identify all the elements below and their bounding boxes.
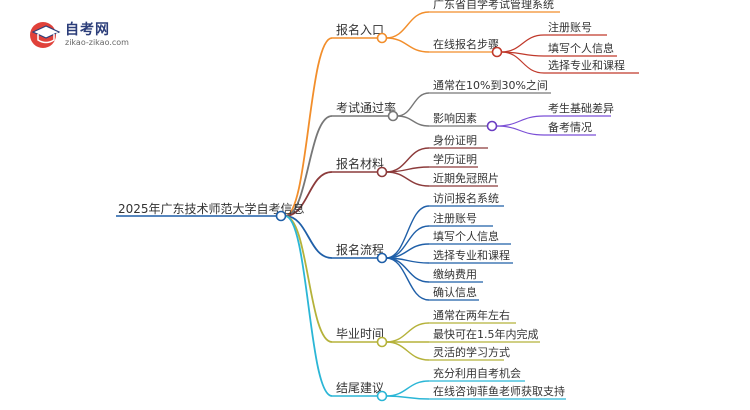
connector-line xyxy=(500,51,545,74)
leaf-node-label[interactable]: 近期免冠照片 xyxy=(433,171,499,185)
branch-node-label[interactable]: 毕业时间 xyxy=(336,327,384,341)
connector-line xyxy=(385,380,430,397)
connector-line xyxy=(284,115,333,217)
expand-node-icon[interactable] xyxy=(376,252,388,264)
connector-line xyxy=(284,37,333,217)
connector-line xyxy=(385,322,430,343)
site-logo[interactable]: 自考网 zikao-zikao.com xyxy=(27,18,147,52)
connector-line xyxy=(500,34,545,53)
leaf-node-label[interactable]: 备考情况 xyxy=(548,120,592,134)
connector-line xyxy=(385,166,430,173)
leaf-node-label[interactable]: 影响因素 xyxy=(433,112,477,125)
branch-node-label[interactable]: 考试通过率 xyxy=(336,100,396,115)
branch-node-label[interactable]: 结尾建议 xyxy=(336,381,384,395)
leaf-node-label[interactable]: 广东省自学考试管理系统 xyxy=(433,0,554,11)
connector-line xyxy=(396,115,430,127)
connector-line xyxy=(385,257,430,301)
connector-line xyxy=(385,11,430,39)
connector-line xyxy=(385,341,430,361)
mind-map-nodes: 2025年广东技术师范大学自考信息报名入口广东省自学考试管理系统在线报名步骤注册… xyxy=(118,0,625,402)
expand-node-icon[interactable] xyxy=(486,120,498,132)
expand-node-icon[interactable] xyxy=(387,110,399,122)
leaf-node-label[interactable]: 通常在两年左右 xyxy=(433,308,510,322)
leaf-node-label[interactable]: 访问报名系统 xyxy=(433,191,499,205)
leaf-node-label[interactable]: 通常在10%到30%之间 xyxy=(433,78,548,92)
graduation-cap-icon xyxy=(31,25,61,44)
logo-title: 自考网 xyxy=(65,22,110,38)
mind-map-edges xyxy=(116,11,639,400)
connector-line xyxy=(385,147,430,173)
leaf-node-label[interactable]: 学历证明 xyxy=(433,152,477,166)
connector-line xyxy=(385,171,430,187)
connector-line xyxy=(284,215,333,397)
connector-line xyxy=(385,395,430,400)
leaf-node-label[interactable]: 在线报名步骤 xyxy=(433,37,499,51)
logo-url: zikao-zikao.com xyxy=(65,38,129,47)
root-node-label[interactable]: 2025年广东技术师范大学自考信息 xyxy=(118,201,305,216)
branch-node-label[interactable]: 报名流程 xyxy=(336,242,384,257)
leaf-node-label[interactable]: 填写个人信息 xyxy=(548,41,614,55)
expand-node-icon[interactable] xyxy=(275,210,287,222)
connector-line xyxy=(385,37,430,53)
expand-node-icon[interactable] xyxy=(376,336,388,348)
connector-line xyxy=(396,92,430,117)
leaf-node-label[interactable]: 填写个人信息 xyxy=(433,229,499,243)
branch-node-label[interactable]: 报名入口 xyxy=(336,22,384,37)
leaf-node-label[interactable]: 最快可在1.5年内完成 xyxy=(433,327,539,341)
leaf-node-label[interactable]: 选择专业和课程 xyxy=(433,248,510,262)
leaf-node-label[interactable]: 注册账号 xyxy=(433,211,477,225)
leaf-node-label[interactable]: 注册账号 xyxy=(548,20,592,34)
connector-line xyxy=(284,171,333,217)
connector-line xyxy=(284,215,333,343)
expand-node-icon[interactable] xyxy=(376,166,388,178)
leaf-node-label[interactable]: 在线咨询菲鱼老师获取支持 xyxy=(433,384,565,398)
connector-line xyxy=(495,115,545,127)
expand-node-icon[interactable] xyxy=(491,46,503,58)
leaf-node-label[interactable]: 充分利用自考机会 xyxy=(433,366,521,380)
leaf-node-label[interactable]: 确认信息 xyxy=(433,285,477,299)
connector-line xyxy=(284,215,333,259)
leaf-node-label[interactable]: 考生基础差异 xyxy=(548,101,614,115)
leaf-node-label[interactable]: 缴纳费用 xyxy=(433,267,477,281)
leaf-node-label[interactable]: 灵活的学习方式 xyxy=(433,345,510,359)
leaf-node-label[interactable]: 选择专业和课程 xyxy=(548,58,625,72)
branch-node-label[interactable]: 报名材料 xyxy=(336,156,384,171)
connector-line xyxy=(495,125,545,136)
expand-node-icon[interactable] xyxy=(376,390,388,402)
expand-node-icon[interactable] xyxy=(376,32,388,44)
leaf-node-label[interactable]: 身份证明 xyxy=(433,133,477,147)
